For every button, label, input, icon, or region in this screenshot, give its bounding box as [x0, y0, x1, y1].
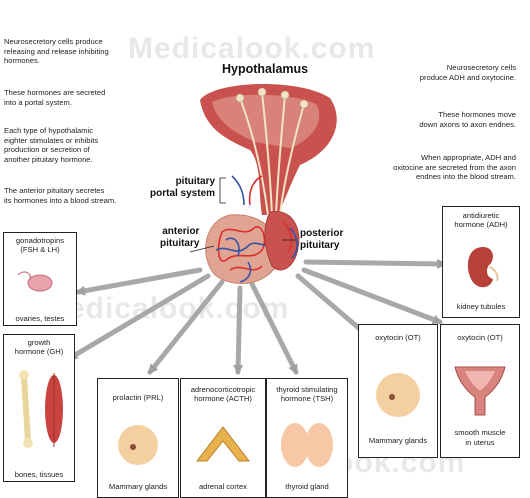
kidney-icon	[443, 239, 519, 299]
gh-target: bones, tissues	[4, 470, 74, 479]
adh-target: kidney tubules	[443, 302, 519, 311]
adrenal-cortex-icon	[181, 415, 265, 475]
growth-hormone-box: growth hormone (GH) bones, tissues	[3, 334, 75, 482]
mammary-gland-icon-2	[359, 357, 437, 427]
uterus-icon	[441, 353, 519, 423]
adh-title: antidiuretic hormone (ADH)	[443, 211, 519, 230]
arrow-adh	[306, 262, 444, 264]
tsh-box: thyroid stimulating hormone (TSH) thyroi…	[266, 378, 348, 498]
gonadotropins-target: ovaries, testes	[4, 314, 76, 323]
posterior-pituitary-label: posterior pituitary	[300, 228, 343, 252]
bone-muscle-icon	[4, 363, 74, 453]
arrow-acth	[238, 288, 240, 372]
oxytocin-2-target: smooth muscle in uterus	[441, 428, 519, 447]
acth-title: adrenocorticotropic hormone (ACTH)	[181, 385, 265, 404]
mammary-gland-icon	[98, 415, 178, 475]
ovary-icon	[4, 263, 76, 303]
gh-title: growth hormone (GH)	[4, 338, 74, 357]
tsh-target: thyroid gland	[267, 482, 347, 491]
acth-target: adrenal cortex	[181, 482, 265, 491]
hypothalamus-title: Hypothalamus	[222, 62, 308, 76]
arrow-gonadotropins	[78, 270, 200, 292]
gonadotropins-title: gonadotropins (FSH & LH)	[4, 236, 76, 255]
oxytocin-1-target: Mammary glands	[359, 436, 437, 445]
portal-system-label: pituitary portal system	[150, 176, 215, 200]
adh-box: antidiuretic hormone (ADH) kidney tubule…	[442, 206, 520, 318]
oxytocin-mammary-box: oxytocin (OT) Mammary glands	[358, 324, 438, 458]
prolactin-title: prolactin (PRL)	[98, 393, 178, 402]
tsh-title: thyroid stimulating hormone (TSH)	[267, 385, 347, 404]
prolactin-target: Mammary glands	[98, 482, 178, 491]
arrow-tsh	[252, 284, 296, 372]
anterior-pituitary-label: anterior pituitary	[160, 226, 199, 250]
prolactin-box: prolactin (PRL) Mammary glands	[97, 378, 179, 498]
hypothalamus-tissue	[200, 84, 337, 215]
acth-box: adrenocorticotropic hormone (ACTH) adren…	[180, 378, 266, 498]
portal-bracket	[220, 178, 226, 203]
oxytocin-2-title: oxytocin (OT)	[441, 333, 519, 342]
arrow-prolactin	[150, 282, 222, 372]
oxytocin-1-title: oxytocin (OT)	[359, 333, 437, 342]
oxytocin-uterus-box: oxytocin (OT) smooth muscle in uterus	[440, 324, 520, 458]
thyroid-gland-icon	[267, 415, 347, 475]
gonadotropins-box: gonadotropins (FSH & LH) ovaries, testes	[3, 232, 77, 326]
posterior-pituitary	[265, 211, 299, 269]
